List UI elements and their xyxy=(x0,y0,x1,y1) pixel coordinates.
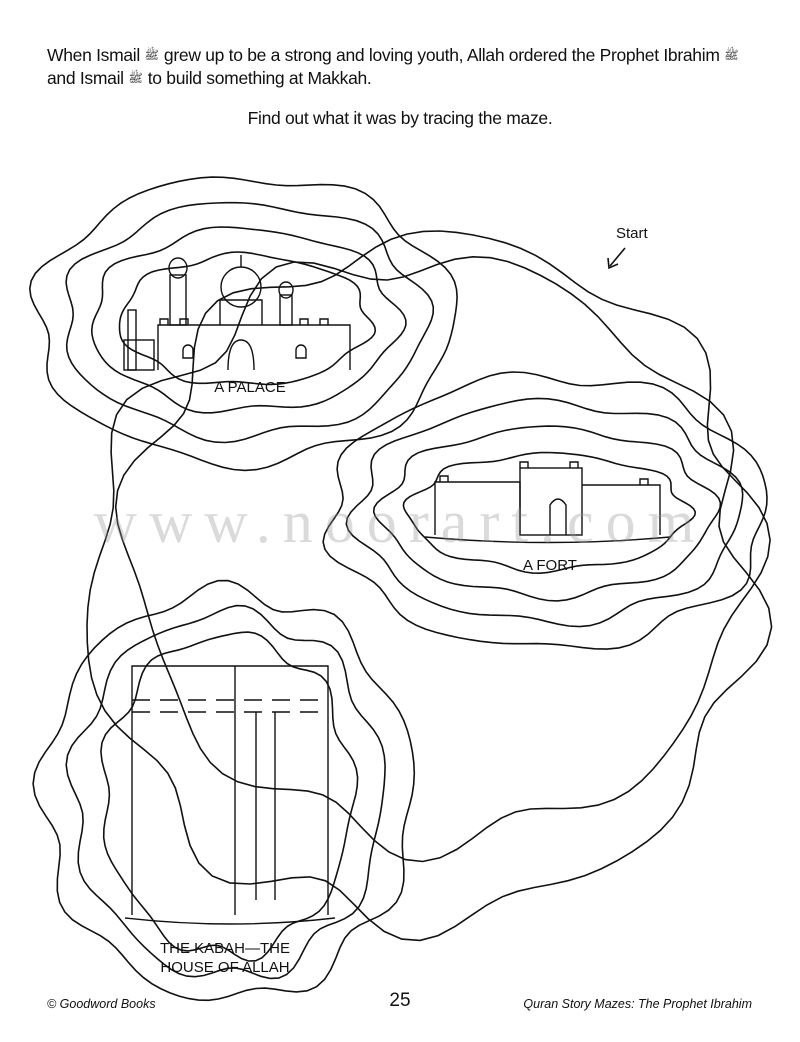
option-fort-label[interactable]: A FORT xyxy=(523,557,577,574)
maze-wall xyxy=(28,176,458,472)
maze-wall xyxy=(114,230,771,863)
palace-drawing xyxy=(123,255,351,371)
maze-wall xyxy=(86,255,773,942)
option-kabah-label-2[interactable]: HOUSE OF ALLAH xyxy=(160,959,289,976)
maze-wall xyxy=(118,251,377,386)
maze-wall xyxy=(90,226,407,414)
intro-part2: grew up to be a strong and loving youth,… xyxy=(163,45,720,65)
start-arrow-icon xyxy=(607,247,626,270)
intro-part3: and Ismail xyxy=(47,68,124,88)
maze-wall xyxy=(100,631,359,962)
maze-wall xyxy=(65,604,386,980)
honorific-glyph: ﷺ xyxy=(144,48,160,62)
footer-book-title: Quran Story Mazes: The Prophet Ibrahim xyxy=(523,997,752,1011)
maze-wall xyxy=(372,425,722,602)
intro-part1: When Ismail xyxy=(47,45,140,65)
instruction: Find out what it was by tracing the maze… xyxy=(247,108,553,128)
maze-wall xyxy=(402,451,697,575)
maze-wall xyxy=(322,371,768,650)
start-label: Start xyxy=(616,225,649,242)
option-kabah-label-1[interactable]: THE KABAH—THE xyxy=(160,940,290,957)
maze-wall xyxy=(345,397,744,628)
maze-wall xyxy=(65,201,435,444)
fort-drawing xyxy=(424,461,671,544)
option-palace-label[interactable]: A PALACE xyxy=(214,379,285,396)
watermark: www.noorart.com xyxy=(93,489,707,555)
intro-text: When Ismail ﷺ grew up to be a strong and… xyxy=(47,44,767,90)
honorific-glyph: ﷺ xyxy=(724,48,739,62)
honorific-glyph: ﷺ xyxy=(128,71,143,85)
page-number: 25 xyxy=(389,990,411,1011)
footer-copyright: © Goodword Books xyxy=(47,997,156,1011)
kabah-drawing xyxy=(124,665,336,925)
intro-part4: to build something at Makkah. xyxy=(147,68,372,88)
maze-wall xyxy=(32,579,416,1002)
